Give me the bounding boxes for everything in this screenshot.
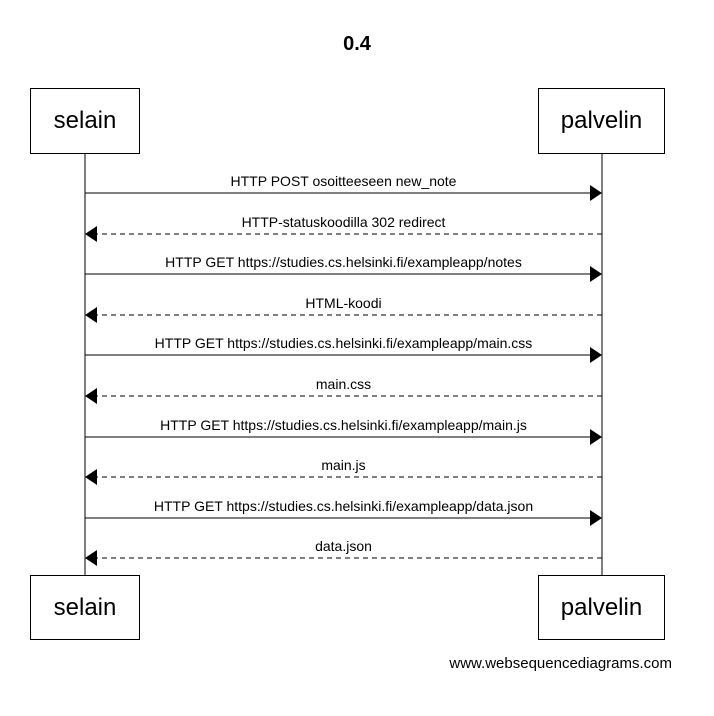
arrowhead-icon	[85, 226, 97, 242]
message-label: HTTP GET https://studies.cs.helsinki.fi/…	[160, 417, 527, 433]
actor-box-top-server: palvelin	[538, 88, 665, 154]
message-label: data.json	[315, 538, 372, 554]
arrowhead-icon	[590, 347, 602, 363]
actor-label: selain	[53, 593, 117, 621]
arrowhead-icon	[590, 185, 602, 201]
arrowhead-icon	[85, 307, 97, 323]
actor-label: palvelin	[560, 107, 643, 134]
arrowhead-icon	[85, 550, 97, 566]
message-label: HTTP POST osoitteeseen new_note	[230, 173, 457, 189]
footer-watermark: www.websequencediagrams.com	[449, 655, 672, 672]
actor-label: palvelin	[560, 593, 643, 621]
message-label: main.js	[321, 457, 366, 473]
message-label: HTTP GET https://studies.cs.helsinki.fi/…	[165, 254, 522, 270]
actor-box-top-browser: selain	[30, 88, 140, 154]
arrowhead-icon	[85, 388, 97, 404]
arrowhead-icon	[590, 266, 602, 282]
message-label: HTTP GET https://studies.cs.helsinki.fi/…	[153, 498, 534, 514]
arrowhead-icon	[590, 510, 602, 526]
message-label: HTTP-statuskoodilla 302 redirect	[241, 214, 446, 230]
actor-box-bottom-browser: selain	[30, 575, 140, 640]
message-label: main.css	[315, 376, 372, 392]
message-label: HTTP GET https://studies.cs.helsinki.fi/…	[154, 335, 533, 351]
message-label: HTML-koodi	[305, 295, 382, 311]
arrowhead-icon	[85, 469, 97, 485]
actor-label: selain	[53, 107, 117, 134]
actor-box-bottom-server: palvelin	[538, 575, 665, 640]
diagram-title: 0.4	[343, 33, 371, 55]
arrowhead-icon	[590, 429, 602, 445]
